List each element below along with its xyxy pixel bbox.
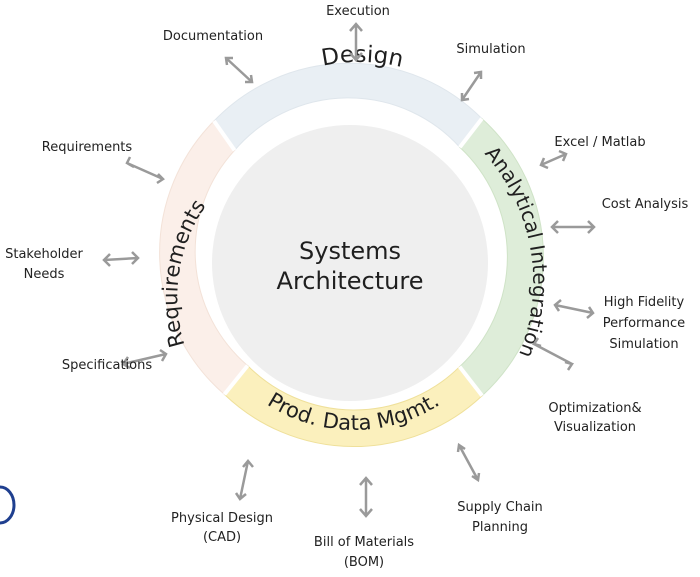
arrow-documentation (224, 56, 254, 84)
label-documentation: Documentation (163, 29, 263, 44)
label-specifications: Specifications (62, 358, 152, 373)
label-stakeholder-line1: Stakeholder (5, 247, 83, 262)
label-simulation: Simulation (456, 42, 525, 57)
segment-separators (212, 117, 484, 397)
arrow-bom (359, 476, 373, 518)
ring-label-design: Design (320, 42, 406, 73)
label-cost-analysis: Cost Analysis (602, 197, 689, 212)
label-excel-matlab: Excel / Matlab (554, 135, 645, 150)
label-supply-chain-line1: Supply Chain (457, 500, 543, 515)
center-title-line2: Architecture (277, 267, 424, 295)
arrow-stakeholder (102, 251, 140, 267)
label-cad-line1: Physical Design (171, 511, 273, 526)
arrow-hifi (553, 299, 595, 319)
arrow-requirements (125, 156, 165, 185)
center-title-line1: Systems (299, 237, 401, 265)
arrow-excel-matlab (539, 149, 568, 170)
label-hifi-line1: High Fidelity (604, 295, 685, 310)
arrow-execution (349, 22, 363, 62)
label-stakeholder-line2: Needs (24, 267, 65, 282)
label-hifi-line3: Simulation (609, 337, 678, 352)
label-bom-line1: Bill of Materials (314, 535, 414, 550)
label-supply-chain-line2: Planning (472, 520, 528, 535)
center-circle (212, 125, 488, 401)
label-execution: Execution (326, 4, 390, 19)
arrow-cad (234, 459, 254, 501)
arrows-group (102, 22, 596, 518)
arrow-supply-chain (456, 442, 481, 483)
arrow-cost-analysis (550, 220, 596, 234)
arrow-specifications (121, 348, 168, 370)
arrow-optimization (532, 337, 574, 371)
arrow-simulation (460, 70, 483, 102)
label-hifi-line2: Performance (603, 316, 685, 331)
label-bom-line2: (BOM) (344, 555, 384, 570)
partial-edge-glyph (0, 485, 16, 525)
label-cad-line2: (CAD) (203, 530, 241, 545)
label-requirements: Requirements (42, 140, 133, 155)
label-optimization-line2: Visualization (554, 420, 636, 435)
label-optimization-line1: Optimization& (548, 401, 641, 416)
